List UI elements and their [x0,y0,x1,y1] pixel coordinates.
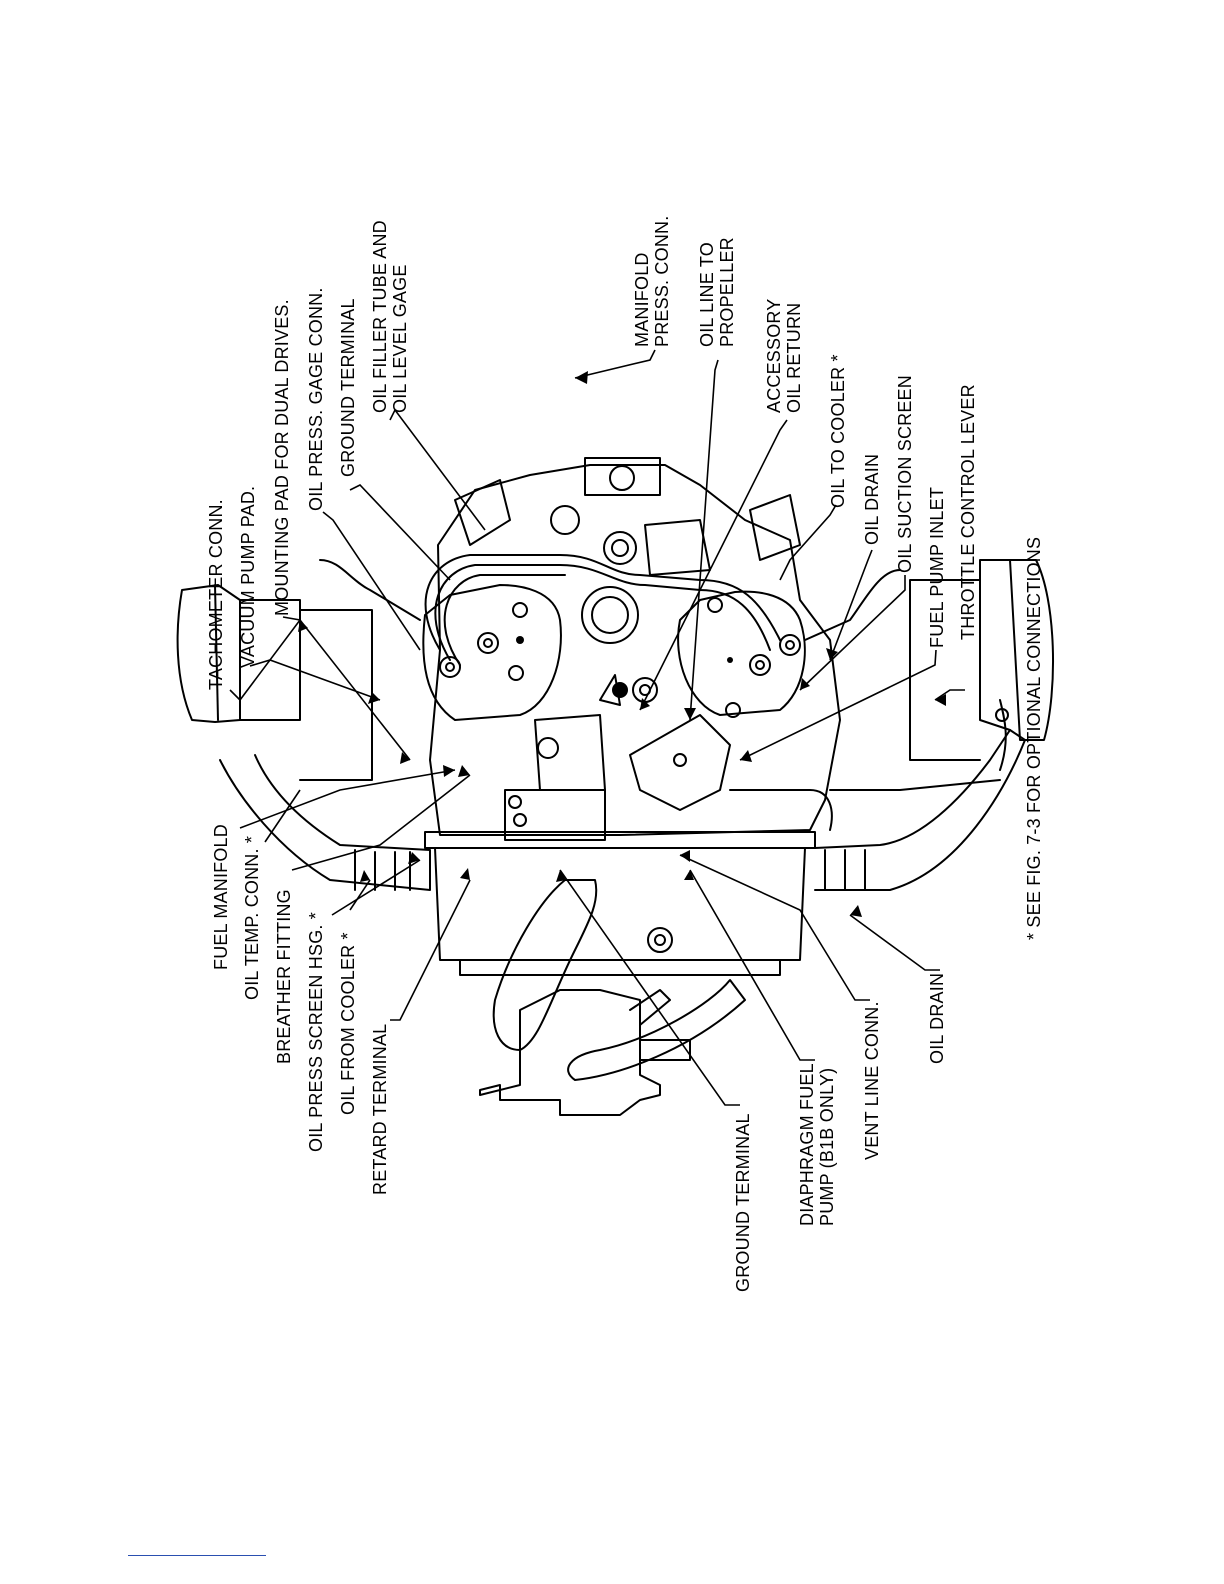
right-magneto [677,590,806,716]
label-accessory-oil-return: ACCESSORY OIL RETURN [764,298,804,413]
label-oil-filler-tube: OIL FILLER TUBE AND OIL LEVEL GAGE [370,220,410,413]
label-vent-line-conn: VENT LINE CONN. [862,1001,882,1160]
label-see-fig-note: * SEE FIG. 7-3 FOR OPTIONAL CONNECTIONS [1024,536,1044,940]
right-intake-tube [814,729,1026,891]
carb-hose-right [567,979,746,1081]
label-throttle-control-lever: THROTTLE CONTROL LEVER [958,384,978,640]
label-fuel-manifold: FUEL MANIFOLD [211,824,231,970]
diaphragm-fuel-pump [629,714,731,811]
label-oil-line-to-propeller: OIL LINE TO PROPELLER [697,237,737,347]
label-diaphragm-fuel-pump: DIAPHRAGM FUEL PUMP (B1B ONLY) [797,1063,837,1226]
label-ground-terminal-top: GROUND TERMINAL [338,298,358,477]
label-manifold-press-conn: MANIFOLD PRESS. CONN. [632,215,672,347]
label-fuel-pump-inlet: FUEL PUMP INLET [927,486,947,648]
left-shroud [176,584,241,723]
label-oil-from-cooler: OIL FROM COOLER * [338,932,358,1115]
label-mounting-pad: MOUNTING PAD FOR DUAL DRIVES. [272,299,292,616]
label-tachometer-conn: TACHOMETER CONN. [206,499,226,690]
label-oil-suction-screen: OIL SUCTION SCREEN [895,375,915,573]
accessory-housing [429,464,841,836]
footer-rule [128,1555,266,1556]
label-oil-to-cooler: OIL TO COOLER * [828,354,848,508]
left-magneto [422,584,562,721]
label-oil-drain-top: OIL DRAIN [862,453,882,545]
label-oil-temp-conn: OIL TEMP. CONN. * [242,835,262,1000]
label-vacuum-pump-pad: VACUUM PUMP PAD. [238,485,258,668]
label-ground-terminal-bottom: GROUND TERMINAL [733,1113,753,1292]
label-oil-press-screen-hsg: OIL PRESS SCREEN HSG. * [306,912,326,1152]
label-oil-press-gage-conn: OIL PRESS. GAGE CONN. [306,287,326,511]
carburetor [479,989,661,1116]
label-oil-drain-bottom: OIL DRAIN [927,972,947,1064]
carb-hose-left [492,879,598,1051]
left-intake-tube [219,754,431,891]
label-breather-fitting: BREATHER FITTING [274,889,294,1064]
label-retard-terminal: RETARD TERMINAL [370,1023,390,1195]
right-shroud [1009,559,1055,741]
